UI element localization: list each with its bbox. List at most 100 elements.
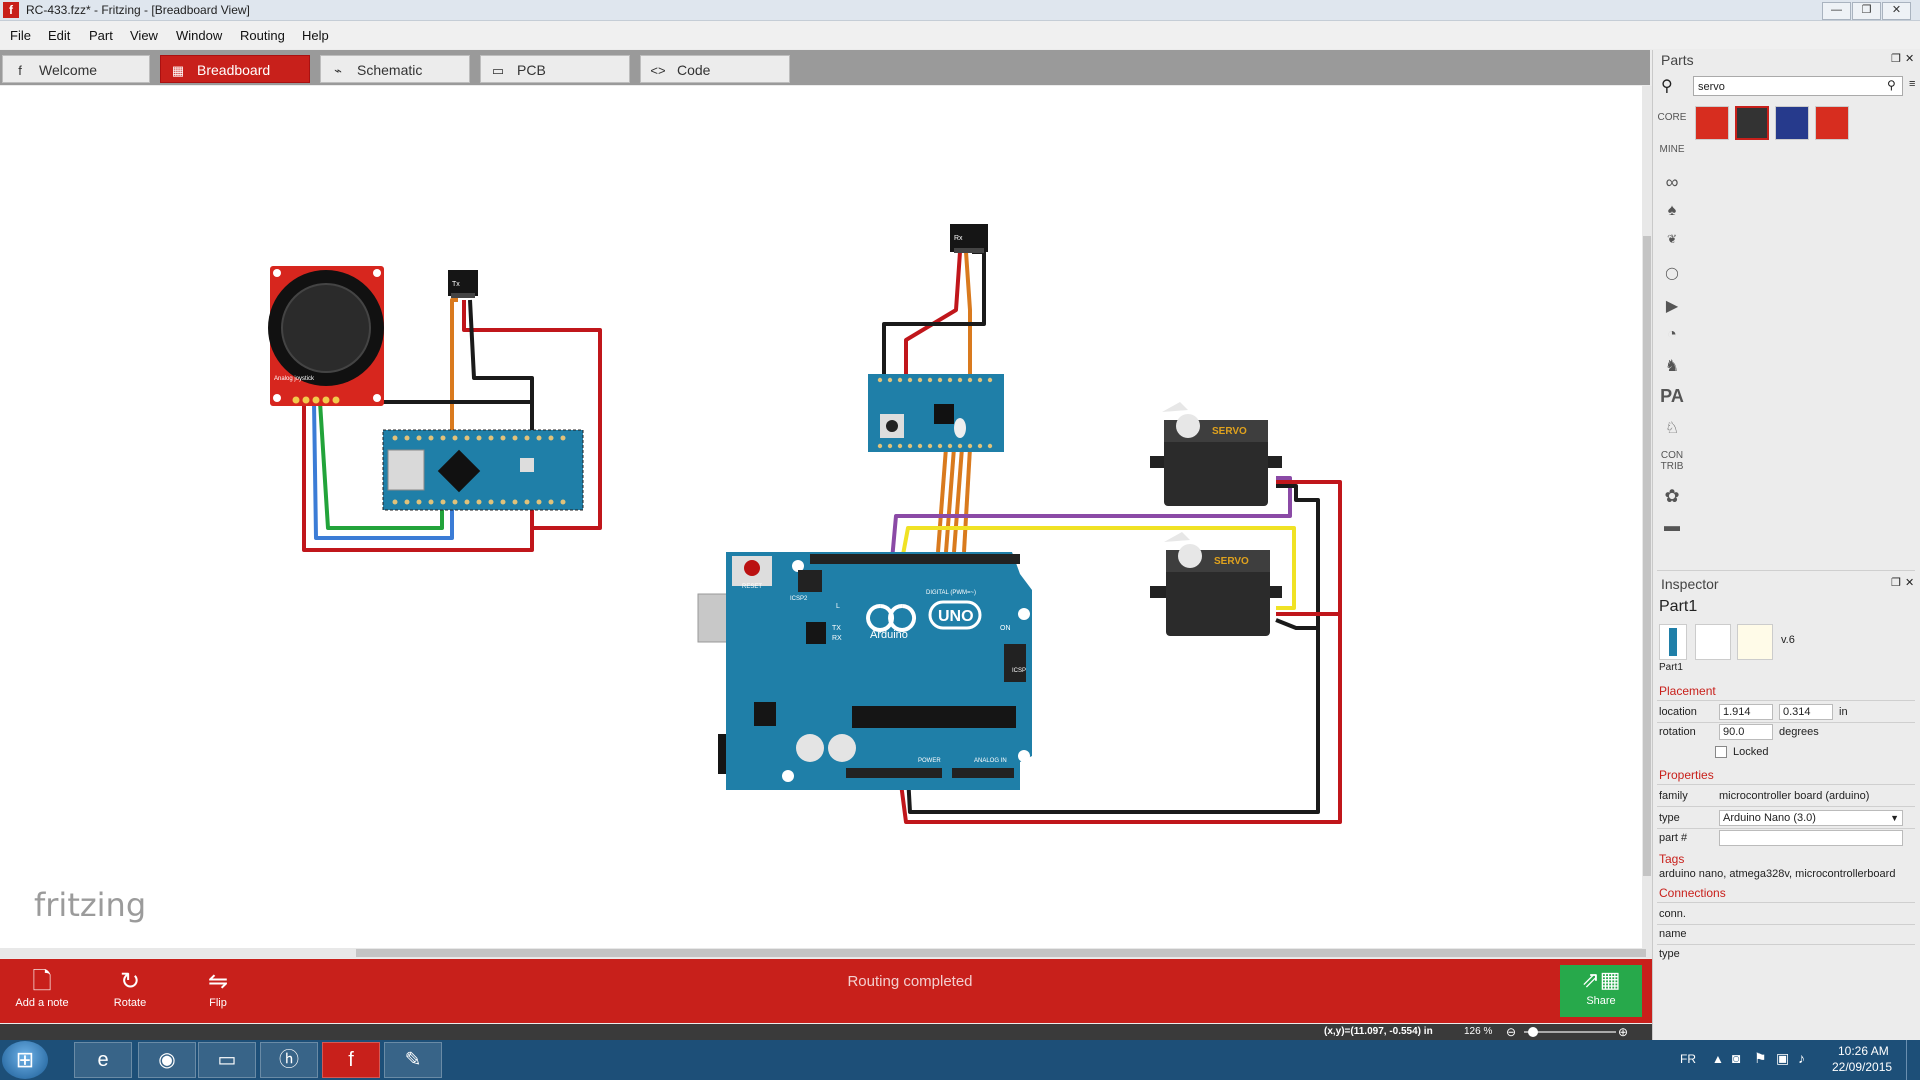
undock-icon[interactable]: ❐ (1891, 577, 1901, 589)
locked-checkbox[interactable] (1715, 746, 1727, 758)
menu-routing[interactable]: Routing (240, 28, 285, 43)
tags-value[interactable]: arduino nano, atmega328v, microcontrolle… (1659, 868, 1896, 880)
part-number-input[interactable] (1719, 830, 1903, 846)
location-x-input[interactable]: 1.914 (1719, 704, 1773, 720)
menu-view[interactable]: View (130, 28, 158, 43)
gear-bin-icon[interactable]: ✿ (1664, 486, 1680, 506)
tx-led-label: TX (832, 625, 841, 632)
arduino-uno: UNO Arduino RESET ICSP2 DIGITAL (PWM=~) … (697, 552, 1032, 790)
internet-explorer-icon[interactable]: e (74, 1042, 132, 1078)
ic-bin-icon[interactable]: ▬ (1664, 518, 1680, 535)
location-y-input[interactable]: 0.314 (1779, 704, 1833, 720)
tab-breadboard[interactable]: ▦Breadboard (160, 55, 310, 83)
zoom-slider[interactable] (1524, 1031, 1616, 1033)
flag-icon[interactable]: ⚑ (1754, 1050, 1767, 1066)
wire (904, 251, 962, 376)
vertical-scrollbar[interactable] (1642, 86, 1652, 948)
joystick-module: Analog joystick (268, 266, 384, 406)
wire (468, 299, 534, 430)
servo-label: SERVO (1212, 426, 1247, 437)
share-label: Share (1586, 995, 1616, 1007)
parts-panel-title: Parts (1661, 52, 1694, 68)
tab-pcb[interactable]: ▭PCB (480, 55, 630, 83)
menu-file[interactable]: File (10, 28, 31, 43)
language-indicator[interactable]: FR (1680, 1052, 1696, 1066)
connections-name-label: name (1659, 928, 1687, 940)
pa-bin-icon[interactable]: PA (1660, 386, 1684, 406)
minimize-icon[interactable]: — (1822, 2, 1851, 20)
bin-mine[interactable]: MINE (1659, 144, 1685, 155)
connections-section: Connections (1659, 886, 1726, 900)
menu-bar: File Edit Part View Window Routing Help (0, 21, 1920, 49)
breadboard-image (1659, 624, 1687, 660)
close-icon[interactable]: ✕ (1905, 53, 1915, 65)
clock-time[interactable]: 10:26 AM (1838, 1044, 1889, 1058)
bin-contrib[interactable]: CON TRIB (1660, 450, 1684, 472)
firefox-icon[interactable]: ◉ (138, 1042, 196, 1078)
breadboard-canvas[interactable]: Analog joystick Tx (0, 86, 1642, 948)
tray-app-icon[interactable]: ◙ (1732, 1050, 1741, 1066)
wire (450, 298, 458, 436)
horse-bin-icon[interactable]: ♘ (1664, 420, 1680, 437)
bin-core[interactable]: CORE (1657, 112, 1687, 123)
tab-label: Code (677, 62, 711, 78)
panel-divider (1657, 902, 1915, 903)
zoom-in-icon[interactable]: ⊕ (1618, 1025, 1629, 1039)
search-icon[interactable]: ⚲ (1887, 78, 1896, 92)
seeed-bin-icon[interactable]: ❦ (1666, 232, 1678, 246)
tab-schematic[interactable]: ⌁Schematic (320, 55, 470, 83)
menu-window[interactable]: Window (176, 28, 223, 43)
menu-help[interactable]: Help (302, 28, 329, 43)
wire (900, 526, 1296, 610)
fritzing-app-icon: f (3, 2, 19, 18)
volume-icon[interactable]: ♪ (1798, 1050, 1805, 1066)
file-explorer-icon[interactable]: ▭ (198, 1042, 256, 1078)
zoom-slider-handle[interactable] (1528, 1027, 1538, 1037)
play-bin-icon[interactable]: ▶ (1665, 298, 1679, 315)
undock-icon[interactable]: ❐ (1891, 53, 1901, 65)
editor-icon[interactable]: ✎ (384, 1042, 442, 1078)
tab-code[interactable]: <>Code (640, 55, 790, 83)
part-thumbnail[interactable] (1815, 106, 1849, 140)
zoom-out-icon[interactable]: ⊖ (1506, 1025, 1517, 1039)
menu-part[interactable]: Part (89, 28, 113, 43)
flip-button[interactable]: ⇋Flip (178, 967, 258, 1009)
intel-bin-icon[interactable]: ◯ (1665, 266, 1679, 280)
arduino-bin-icon[interactable]: ∞ (1665, 172, 1679, 192)
clock-date[interactable]: 22/09/2015 (1832, 1060, 1893, 1074)
network-icon[interactable]: ▣ (1776, 1050, 1790, 1066)
menu-edit[interactable]: Edit (48, 28, 71, 43)
snootlab-bin-icon[interactable]: ◔ (1667, 326, 1677, 343)
fritzing-taskbar-icon[interactable]: f (322, 1042, 380, 1078)
menu-icon[interactable]: ≡ (1909, 78, 1916, 90)
show-desktop-button[interactable] (1906, 1040, 1920, 1080)
rotation-input[interactable]: 90.0 (1719, 724, 1773, 740)
tool-label: Add a note (15, 997, 69, 1009)
arduino-label: Arduino (870, 629, 908, 641)
close-icon[interactable]: ✕ (1905, 577, 1915, 589)
rotate-button[interactable]: ↻Rotate (90, 967, 170, 1009)
parts-search-input[interactable]: servo (1693, 76, 1903, 96)
hp-icon[interactable]: ⓗ (260, 1042, 318, 1078)
part-thumbnail-selected[interactable] (1735, 106, 1769, 140)
type-label: type (1659, 812, 1680, 824)
scroll-thumb[interactable] (356, 949, 1646, 957)
search-icon[interactable]: ⚲ (1661, 78, 1673, 95)
part-thumbnail[interactable] (1775, 106, 1809, 140)
share-button[interactable]: ⇗▦Share (1560, 965, 1642, 1017)
scroll-thumb[interactable] (1643, 236, 1651, 876)
type-select[interactable]: Arduino Nano (3.0)▼ (1719, 810, 1903, 826)
animal-bin-icon[interactable]: ♞ (1664, 358, 1680, 375)
close-icon[interactable]: ✕ (1882, 2, 1911, 20)
sparkfun-bin-icon[interactable]: ♠ (1667, 202, 1677, 219)
add-note-button[interactable]: 🗋Add a note (2, 967, 82, 1009)
restore-icon[interactable]: ❐ (1852, 2, 1881, 20)
panel-divider (1657, 924, 1915, 925)
start-button[interactable]: ⊞ (2, 1041, 48, 1079)
part-thumbnail[interactable] (1695, 106, 1729, 140)
tray-expand-icon[interactable]: ▲ (1712, 1052, 1724, 1066)
panel-divider (1657, 828, 1915, 829)
horizontal-scrollbar[interactable] (0, 948, 1652, 958)
properties-section: Properties (1659, 768, 1714, 782)
